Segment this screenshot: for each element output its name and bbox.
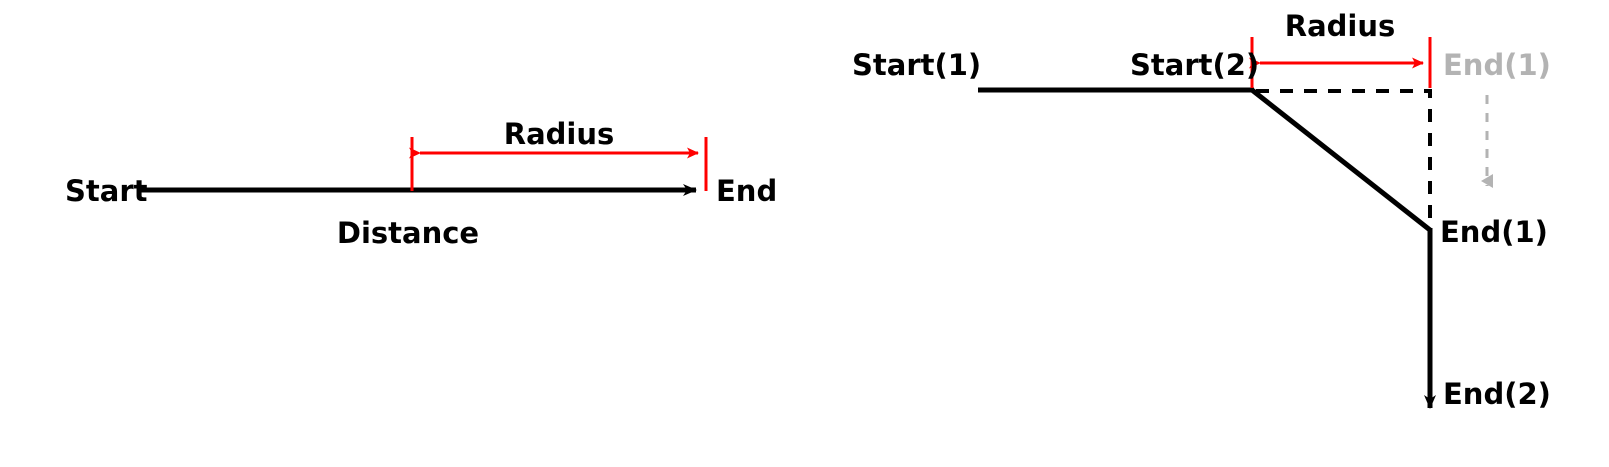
segment-diagonal-chamfer: [1250, 88, 1432, 232]
original-corner-dashed-path: [1256, 89, 1432, 232]
label-radius-left-panel: Radius: [504, 117, 615, 151]
label-end-1: End(1): [1440, 215, 1548, 249]
label-start-1: Start(1): [852, 48, 981, 82]
label-start-2: Start(2): [1130, 48, 1259, 82]
panel-single-segment: Start End Distance Radius: [65, 117, 777, 250]
label-radius-right-panel: Radius: [1285, 9, 1396, 43]
label-distance: Distance: [337, 216, 479, 250]
label-end-1-ghost: End(1): [1443, 48, 1551, 82]
label-end-2: End(2): [1443, 377, 1551, 411]
panel-two-segment-corner: Start(1) Start(2) Radius End(1) End(1) E…: [852, 9, 1551, 411]
label-end: End: [716, 174, 777, 208]
label-start: Start: [65, 174, 148, 208]
